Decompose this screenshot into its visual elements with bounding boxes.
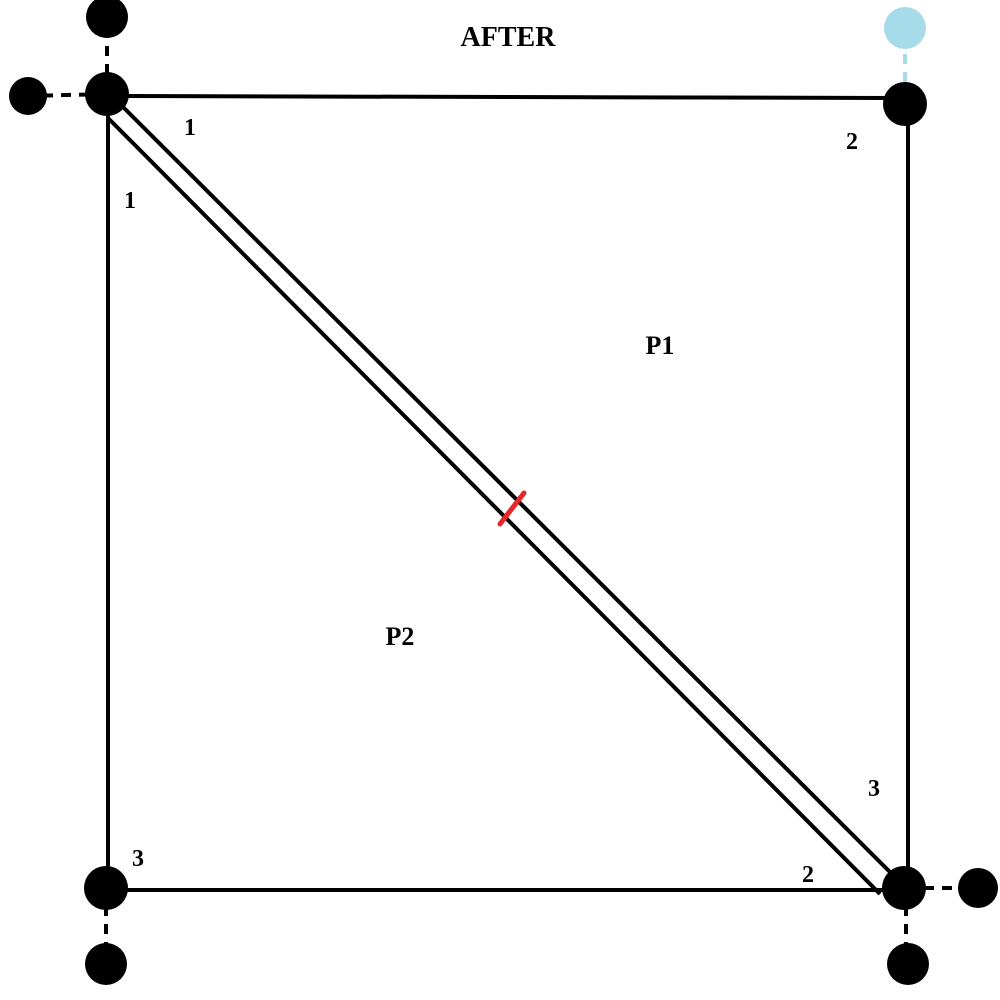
top-left-left-connector [27,92,108,98]
corner-label-p2-top-left: 1 [124,188,136,214]
top-edge [107,94,906,100]
corner-label-p2-bottom-right: 2 [802,862,814,888]
neighbor-vertex-bottom-right-down [887,943,929,985]
shared-edge-marker [497,490,527,527]
ghost-vertex-top-right [884,7,926,49]
vertex-top-right [883,82,927,126]
region-label-p1: P1 [646,331,675,360]
corner-label-p1-top-right: 2 [846,129,858,155]
corner-label-p1-bottom-right: 3 [868,776,880,802]
neighbor-vertex-bottom-right-right [958,868,998,908]
neighbor-vertex-bottom-left-down [85,943,127,985]
region-label-p2: P2 [386,622,415,651]
p2-diagonal-edge [106,116,882,896]
vertex-bottom-right [882,866,926,910]
p1-diagonal-edge [116,100,906,888]
diagram-title: AFTER [461,22,557,53]
neighbor-vertex-top-left-up [86,0,128,38]
neighbor-vertex-top-left-left [9,77,47,115]
corner-label-p1-top-left: 1 [184,115,196,141]
corner-label-p2-bottom-left: 3 [132,846,144,872]
vertex-top-left [85,72,129,116]
vertex-bottom-left [84,866,128,910]
